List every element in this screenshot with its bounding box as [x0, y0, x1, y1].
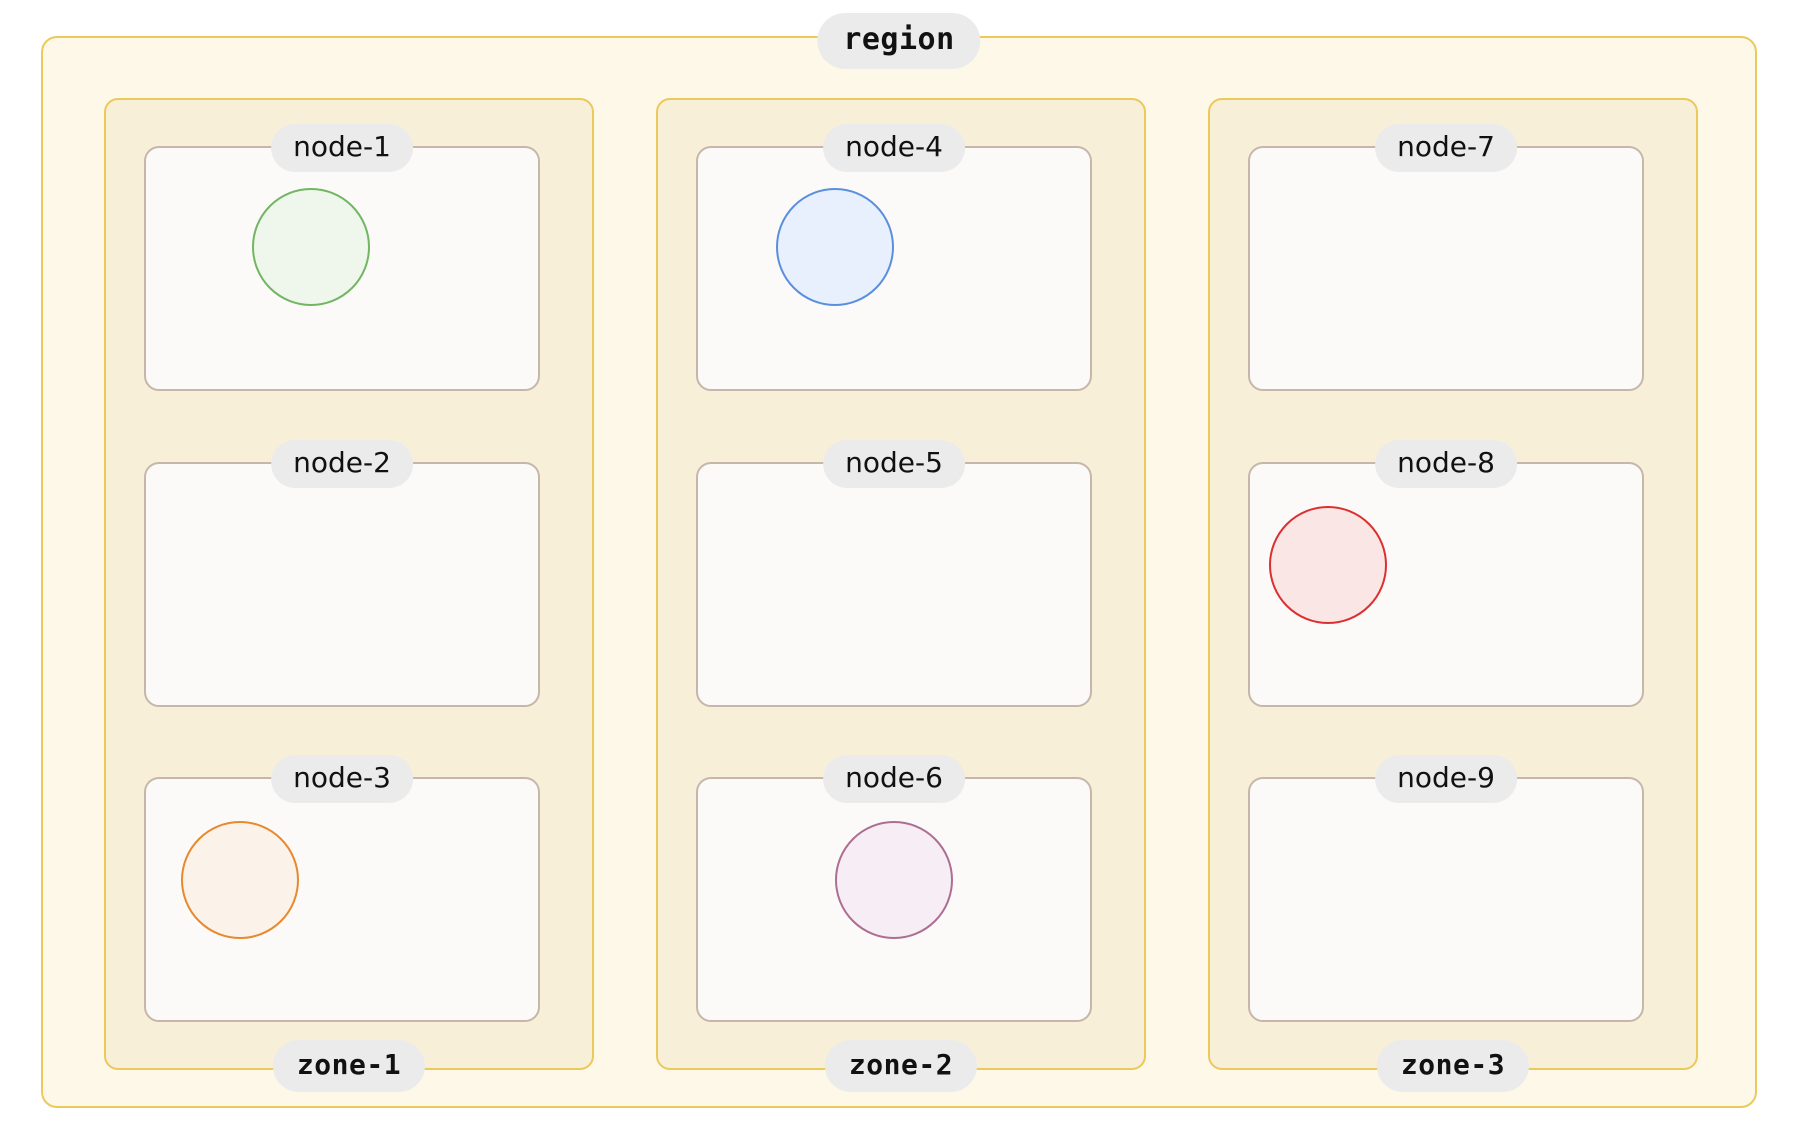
region-label: region: [817, 13, 981, 69]
node-card-7[interactable]: node-7: [1248, 124, 1644, 391]
node-label-8: node-8: [1375, 439, 1517, 488]
zone-label-2: zone-2: [824, 1040, 978, 1092]
node-label-5: node-5: [823, 439, 965, 488]
node-card-2[interactable]: node-2: [144, 439, 540, 707]
zone-row: node-1 node-2 node-3 zone-1 node-4: [104, 98, 1698, 1092]
zone-label-1: zone-1: [272, 1040, 426, 1092]
node-card-9[interactable]: node-9: [1248, 755, 1644, 1022]
node-label-2: node-2: [271, 439, 413, 488]
zone-label-3: zone-3: [1376, 1040, 1530, 1092]
zone-container-3[interactable]: node-7 node-8 node-9 zone-3: [1208, 98, 1698, 1092]
node-label-9: node-9: [1375, 755, 1517, 803]
node-circle-blue: [776, 187, 895, 306]
node-circle-green: [251, 187, 370, 306]
node-circle-purple: [835, 821, 953, 940]
node-label-7: node-7: [1375, 124, 1517, 172]
zone-container-1[interactable]: node-1 node-2 node-3 zone-1: [104, 98, 594, 1092]
node-label-6: node-6: [823, 755, 965, 803]
node-circle-orange: [181, 821, 300, 940]
node-card-6[interactable]: node-6: [696, 755, 1092, 1022]
node-card-1[interactable]: node-1: [144, 124, 540, 391]
node-card-4[interactable]: node-4: [696, 124, 1092, 391]
node-label-4: node-4: [823, 124, 965, 172]
node-card-3[interactable]: node-3: [144, 755, 540, 1022]
node-circle-red: [1269, 505, 1388, 624]
zone-container-2[interactable]: node-4 node-5 node-6 zone-2: [656, 98, 1146, 1092]
node-card-8[interactable]: node-8: [1248, 439, 1644, 707]
node-label-3: node-3: [271, 755, 413, 803]
node-label-1: node-1: [271, 124, 413, 172]
node-card-5[interactable]: node-5: [696, 439, 1092, 707]
region-container[interactable]: region node-1 node-2 node-3 zone-1: [41, 13, 1757, 1108]
